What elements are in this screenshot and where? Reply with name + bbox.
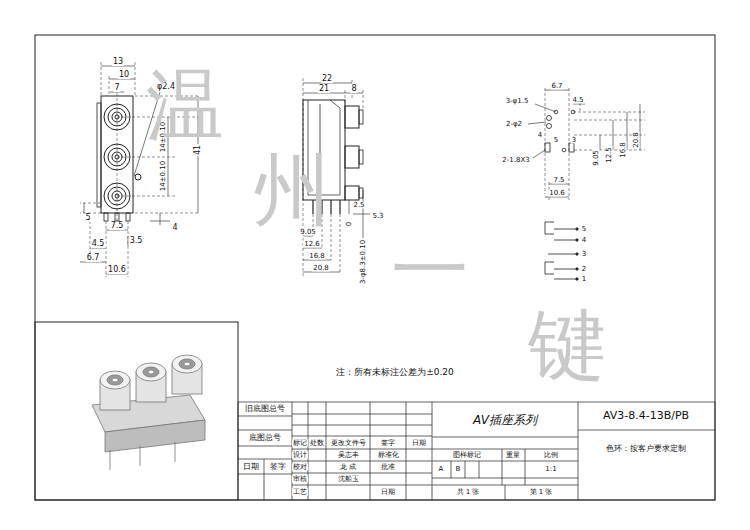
title-block-cell: 设计 [292, 452, 308, 459]
title-block-grid [238, 402, 715, 500]
title-block-cell: 共 1 张 [456, 489, 481, 496]
product-photo [92, 355, 205, 470]
dimension-label: 2.5 [352, 202, 365, 209]
dimension-label: 22 [321, 75, 333, 83]
title-block-cell: 更改文件号 [330, 440, 367, 447]
dimension-label: 4.5 [571, 97, 584, 104]
photo-frame [35, 322, 238, 500]
title-block-cell: 签字 [380, 440, 396, 447]
title-block-cell: 日期 [380, 489, 396, 496]
dimension-label: 5.3 [371, 213, 384, 220]
dimension-label: 12.6 [303, 241, 321, 248]
dimension-label: 7.5 [552, 177, 565, 184]
dimension-label: 5 [553, 137, 559, 144]
dimension-label: 16.8 [308, 253, 326, 260]
pin-number: 5 [581, 226, 587, 233]
dimension-label: 6.7 [86, 254, 101, 262]
title-block-cell: 底图总号 [248, 434, 282, 442]
title-block-cell: 校对 [292, 464, 308, 471]
title-block-cell: 工艺 [292, 489, 308, 496]
tolerance-note: 注：所有未标注公差为±0.20 [335, 368, 455, 377]
dimension-label: 10.6 [548, 190, 566, 197]
title-block-cell: A [438, 466, 445, 473]
dimension-label: 10 [118, 71, 130, 79]
title-block-cell: 标准化 [377, 452, 400, 459]
pin-number: 1 [581, 276, 587, 283]
title-block-cell: 吴志丰 [337, 452, 360, 459]
pin-schematic [545, 222, 578, 280]
title-block-cell: 图样标记 [452, 452, 482, 459]
dimension-label: 3-φ8.3±0.10 [360, 239, 367, 285]
dimension-label: 3 [571, 137, 577, 144]
dimension-label: 4.5 [91, 240, 106, 248]
title-block-cell: 1:1 [544, 466, 557, 473]
dimension-label: 13 [112, 58, 124, 66]
dimension-label: 3-φ1.5 [505, 98, 530, 105]
dimension-label: 20.8 [633, 131, 640, 149]
title-block-cell: 比例 [543, 452, 559, 459]
part-number: AV3-8.4-13B/PB [602, 410, 690, 421]
watermark: 键 [527, 306, 607, 384]
dimension-label: 2-φ2 [505, 121, 523, 128]
title-block-cell: 批准 [380, 464, 396, 471]
pin-number: 4 [581, 237, 587, 244]
title-block-cell: 沈船玉 [337, 476, 360, 483]
dimension-label: 3.5 [129, 237, 144, 245]
title-block-cell: 日期 [411, 440, 427, 447]
dimension-label: 0 [346, 221, 353, 227]
dimension-label: 5 [84, 214, 91, 222]
title-block-cell: 审核 [292, 476, 308, 483]
title-block-cell: 色环：按客户要求定制 [605, 445, 687, 453]
dimension-label: 9.05 [593, 149, 600, 167]
dimension-label: 16.8 [620, 141, 627, 159]
sheet-frame [35, 35, 715, 500]
title-block-cell: 日期 [242, 463, 260, 471]
pcb-footprint [528, 88, 645, 200]
title-block-cell: 标记 [292, 440, 308, 447]
dimension-label: 6.7 [550, 83, 563, 90]
title-block-cell: 第 1 张 [529, 489, 554, 496]
dimension-label: 8 [350, 85, 357, 93]
dimension-label: 10.6 [107, 266, 127, 274]
watermark: 温 [145, 66, 225, 144]
dimension-label: 2-1.8X3 [501, 157, 530, 164]
dimension-label: 14±0.10 [160, 160, 167, 192]
dimension-label: 21 [318, 85, 330, 93]
title-block-cell: 龙 成 [339, 464, 357, 471]
dimension-label: 20.8 [312, 265, 330, 272]
dimension-label: 7 [113, 84, 120, 92]
dimension-label: 4 [537, 132, 543, 139]
dimension-label: 41 [194, 144, 202, 156]
title-block-cell: 旧底图总号 [244, 405, 286, 413]
pin-number: 3 [581, 251, 587, 258]
title-block-cell: 重量 [505, 452, 521, 459]
watermark: 州 [252, 151, 332, 229]
pin-number: 2 [581, 266, 587, 273]
dimension-label: 7.5 [110, 222, 125, 230]
title-block-cell: B [455, 466, 462, 473]
title-block-cell: 处数 [309, 440, 325, 447]
title-block-cell: 签字 [269, 463, 287, 471]
series-title: AV插座系列 [472, 414, 538, 426]
dimension-label: 9.05 [299, 229, 317, 236]
dimension-label: 12.5 [606, 146, 613, 164]
watermark: 一 [390, 231, 470, 309]
dimension-label: 4 [171, 224, 178, 232]
